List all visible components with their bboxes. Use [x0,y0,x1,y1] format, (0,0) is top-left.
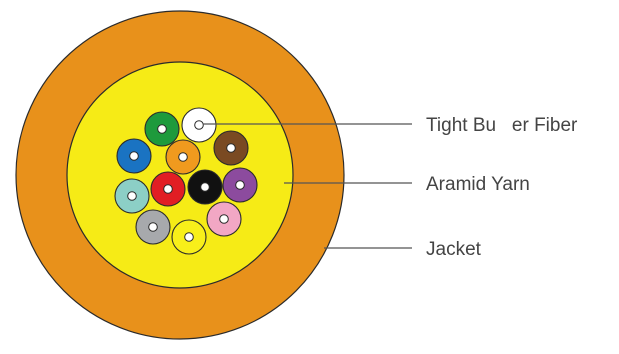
fiber-slate-core [148,222,158,232]
fiber-aqua [114,178,150,214]
fiber-slate [135,209,171,245]
fiber-blue-core [129,151,139,161]
fiber-brown-core [226,143,236,153]
fiber-rose [206,201,242,237]
fiber-violet [222,167,258,203]
fiber-blue [116,138,152,174]
aramid-yarn-label: Aramid Yarn [426,174,530,195]
fiber-rose-core [219,214,229,224]
aramid-yarn-layer [66,61,294,289]
fiber-black [187,169,223,205]
jacket-label: Jacket [426,239,482,260]
fiber-white-core [194,120,204,130]
tight-buffer-fiber-label: Tight Bu er Fiber [426,115,578,136]
tight-buffer-fibers-group [114,107,258,255]
fiber-green [144,111,180,147]
fiber-violet-core [235,180,245,190]
fiber-black-core [200,182,210,192]
fiber-green-core [157,124,167,134]
fiber-red-core [163,184,173,194]
fiber-brown [213,130,249,166]
fiber-orange [165,139,201,175]
fiber-orange-core [178,152,188,162]
fiber-yellow [171,219,207,255]
fiber-white [181,107,217,143]
fiber-red [150,171,186,207]
fiber-aqua-core [127,191,137,201]
fiber-yellow-core [184,232,194,242]
